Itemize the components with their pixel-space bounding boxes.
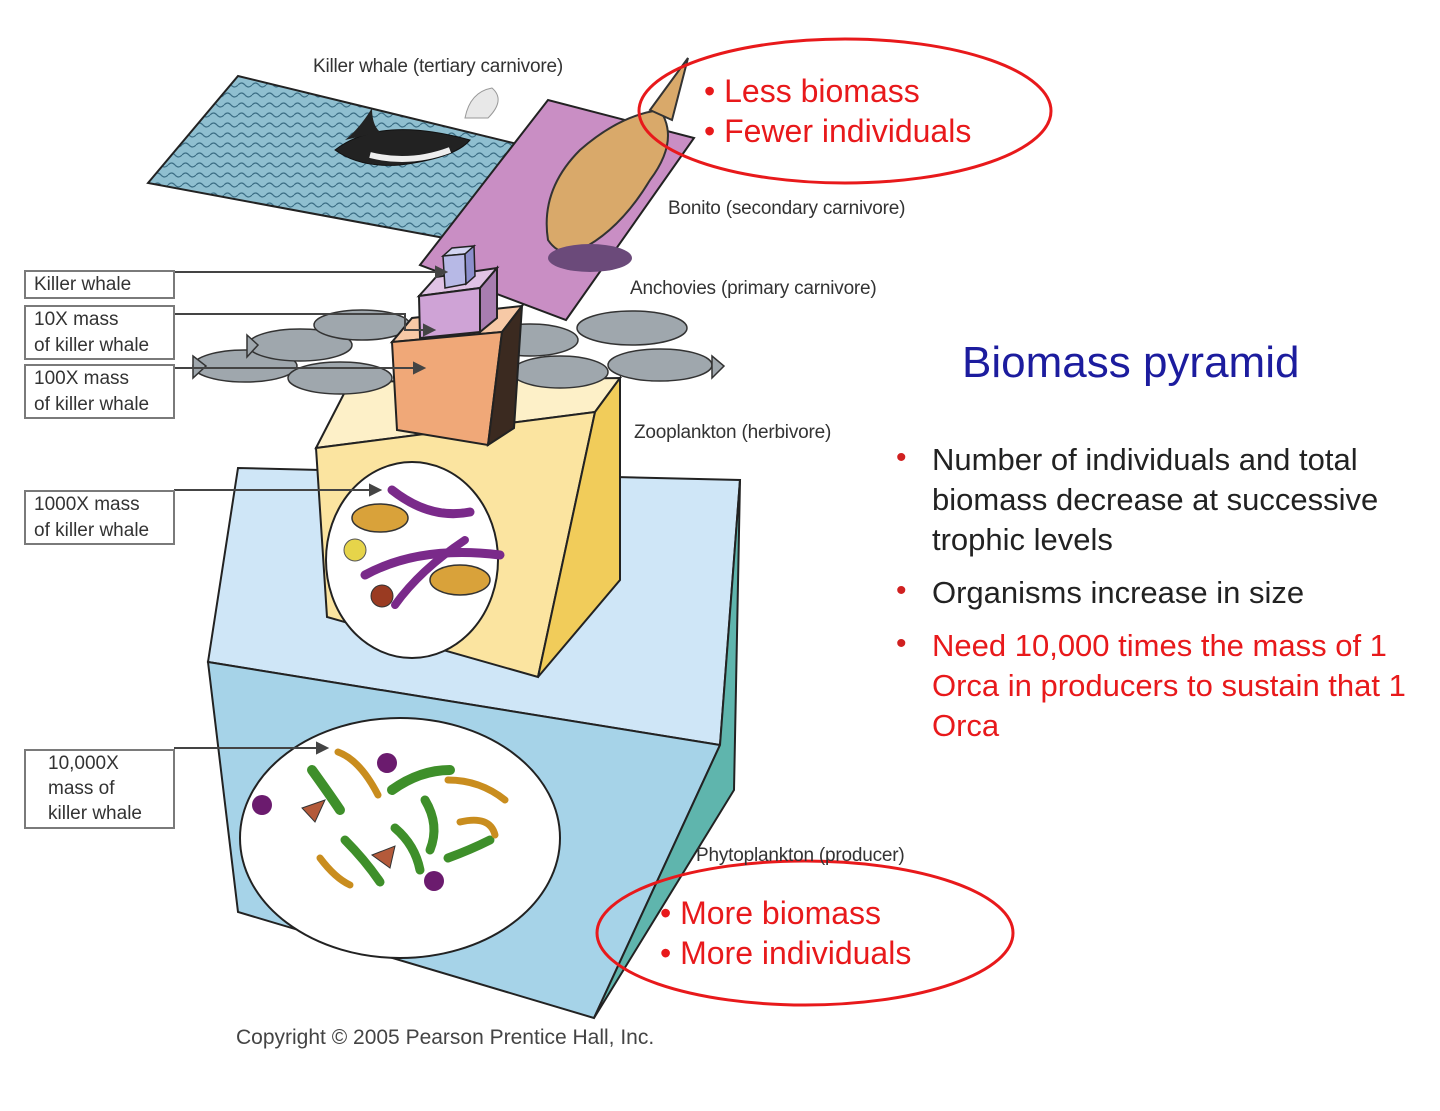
- mass-box-line: of killer whale: [34, 335, 150, 356]
- callout-more-individuals: • More individuals: [660, 935, 912, 971]
- bullet-item: • Need 10,000 times the mass of 1 Orca i…: [892, 626, 1422, 746]
- bullet-list: • Number of individuals and total biomas…: [892, 440, 1422, 759]
- phytoplankton-organisms: [307, 748, 509, 889]
- label-phytoplankton-level: Phytoplankton (producer): [696, 845, 905, 866]
- bonito-sheet: [418, 57, 696, 322]
- mass-connectors: [174, 265, 449, 755]
- mass-box-line: 10X mass: [34, 309, 119, 330]
- mass-box-line: of killer whale: [34, 394, 150, 415]
- mass-box-100x: 100X mass of killer whale: [24, 364, 175, 419]
- label-bonito-level: Bonito (secondary carnivore): [668, 198, 906, 219]
- mass-box-line: of killer whale: [34, 520, 150, 541]
- bullet-dot-icon: •: [896, 574, 907, 607]
- top-callout-ellipse: [637, 37, 1053, 185]
- mass-box-line: mass of: [48, 778, 115, 799]
- killer-whale-box: [440, 244, 477, 289]
- bottom-callout-ellipse: [595, 859, 1015, 1007]
- page-title: Biomass pyramid: [962, 338, 1300, 387]
- bullet-item: • Organisms increase in size: [892, 573, 1422, 613]
- mass-box-1000x: 1000X mass of killer whale: [24, 490, 175, 545]
- mass-box-10x: 10X mass of killer whale: [24, 305, 175, 360]
- mass-box-line: 1000X mass: [34, 494, 140, 515]
- mass-box-line: 10,000X: [48, 753, 119, 774]
- copyright-notice: Copyright © 2005 Pearson Prentice Hall, …: [236, 1026, 655, 1049]
- bullet-dot-icon: •: [896, 627, 907, 660]
- bottom-callout: • More biomass • More individuals: [660, 893, 911, 973]
- label-zooplankton-level: Zooplankton (herbivore): [634, 422, 832, 443]
- callout-fewer-individuals: • Fewer individuals: [704, 113, 972, 149]
- mass-box-10000x: 10,000X mass of killer whale: [24, 749, 175, 829]
- mass-box-line: 100X mass: [34, 368, 130, 389]
- bullet-dot-icon: •: [896, 441, 907, 474]
- callout-more-biomass: • More biomass: [660, 895, 882, 931]
- mass-box-killer-whale: Killer whale: [24, 270, 175, 299]
- bullet-text: Number of individuals and total biomass …: [932, 442, 1379, 557]
- label-anchovies-level: Anchovies (primary carnivore): [630, 278, 877, 299]
- callout-less-biomass: • Less biomass: [704, 73, 920, 109]
- top-callout: • Less biomass • Fewer individuals: [704, 71, 971, 151]
- bullet-text: Organisms increase in size: [932, 575, 1305, 610]
- label-killer-whale-level: Killer whale (tertiary carnivore): [313, 56, 563, 77]
- zooplankton-organisms: [360, 485, 505, 609]
- zooplankton-cube: [314, 374, 622, 679]
- anchovy-school: [192, 309, 726, 395]
- mass-box-line: Killer whale: [34, 274, 132, 295]
- bullet-item: • Number of individuals and total biomas…: [892, 440, 1422, 560]
- mass-box-line: killer whale: [48, 803, 142, 824]
- bullet-text: Need 10,000 times the mass of 1 Orca in …: [932, 628, 1406, 743]
